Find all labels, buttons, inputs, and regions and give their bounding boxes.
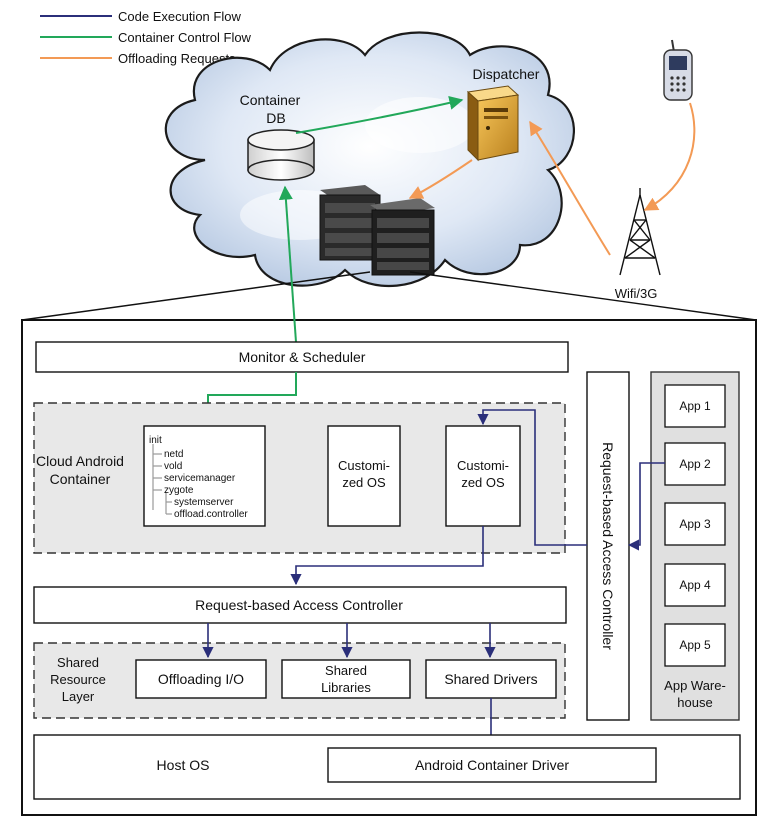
app-2-box [664, 442, 726, 486]
init-tree-netd: netd [164, 449, 183, 460]
cell-tower-icon [619, 188, 661, 276]
controller-to-os-arrow [477, 409, 587, 546]
init-tree-systemserver: systemserver [174, 497, 234, 508]
app-2-label: App 2 [679, 457, 711, 471]
android-container-driver-box [327, 747, 657, 783]
shared-drivers-label: Shared Drivers [444, 671, 537, 687]
legend-offload-label: Offloading Requests [118, 51, 236, 66]
zoom-line-right [409, 271, 757, 321]
app-1-box [664, 384, 726, 428]
init-tree-offload-controller: offload.controller [174, 509, 248, 520]
customized-os-1-label-1: Customi- [338, 458, 390, 473]
init-tree-vold: vold [164, 461, 182, 472]
phone-icon [663, 39, 693, 101]
shared-layer-label-1: Shared [57, 655, 99, 670]
monitor-scheduler-label: Monitor & Scheduler [239, 349, 366, 365]
app-5-label: App 5 [679, 638, 711, 652]
legend: Code Execution Flow Container Control Fl… [40, 9, 252, 66]
customized-os-box-1 [327, 425, 401, 527]
app-4-box [664, 563, 726, 607]
cloud-android-container-label-2: Container [50, 471, 111, 487]
container-db-label-2: DB [266, 110, 285, 126]
access-controller-vertical-label: Request-based Access Controller [600, 442, 616, 650]
legend-container-label: Container Control Flow [118, 30, 252, 45]
shared-libraries-label-2: Libraries [321, 680, 371, 695]
app-1-label: App 1 [679, 399, 711, 413]
app2-to-controller-arrow [627, 462, 665, 551]
zoom-line-left [21, 271, 371, 321]
offloading-io-label: Offloading I/O [158, 671, 244, 687]
cloud-android-container-label-1: Cloud Android [36, 453, 124, 469]
dispatcher-label: Dispatcher [473, 66, 540, 82]
shared-libraries-box [281, 659, 411, 699]
phone-to-tower-arrow [643, 102, 696, 211]
app-3-label: App 3 [679, 517, 711, 531]
container-db-label-1: Container [240, 92, 301, 108]
tower-to-dispatcher-arrow [529, 120, 611, 256]
shared-drivers-box [425, 659, 557, 699]
init-process-box [143, 425, 266, 527]
dispatcher-server-icon [466, 85, 520, 162]
init-tree-servicemanager: servicemanager [164, 473, 236, 484]
access-controller-horizontal-label: Request-based Access Controller [195, 597, 403, 613]
db-to-dispatcher-arrow [295, 96, 464, 134]
customized-os-1-label-2: zed OS [342, 475, 386, 490]
access-controller-horizontal-box [33, 586, 567, 624]
customized-os-box-2 [445, 425, 521, 527]
shared-libraries-label-1: Shared [325, 663, 367, 678]
app-warehouse-label-1: App Ware- [664, 678, 726, 693]
wifi-label: Wifi/3G [615, 286, 658, 301]
os-to-access-controller-arrow [290, 526, 484, 586]
offloading-io-box [135, 659, 267, 699]
customized-os-2-label-2: zed OS [461, 475, 505, 490]
dispatcher-to-servers-arrow [408, 159, 473, 199]
legend-code-label: Code Execution Flow [118, 9, 241, 24]
init-tree-zygote: zygote [164, 485, 194, 496]
app-4-label: App 4 [679, 578, 711, 592]
shared-layer-label-2: Resource [50, 672, 106, 687]
host-os-label: Host OS [157, 757, 210, 773]
server-rack-icon [319, 185, 435, 276]
app-warehouse-label-2: house [677, 695, 712, 710]
app-5-box [664, 623, 726, 667]
shared-layer-label-3: Layer [62, 689, 95, 704]
init-process-tree [152, 444, 172, 515]
monitor-scheduler-box [35, 341, 569, 373]
access-controller-vertical-box [586, 371, 630, 721]
android-container-driver-label: Android Container Driver [415, 757, 569, 773]
app-3-box [664, 502, 726, 546]
init-tree-root: init [149, 435, 162, 446]
customized-os-2-label-1: Customi- [457, 458, 509, 473]
monitor-to-db-arrow [278, 185, 297, 343]
container-db-icon [247, 129, 315, 181]
